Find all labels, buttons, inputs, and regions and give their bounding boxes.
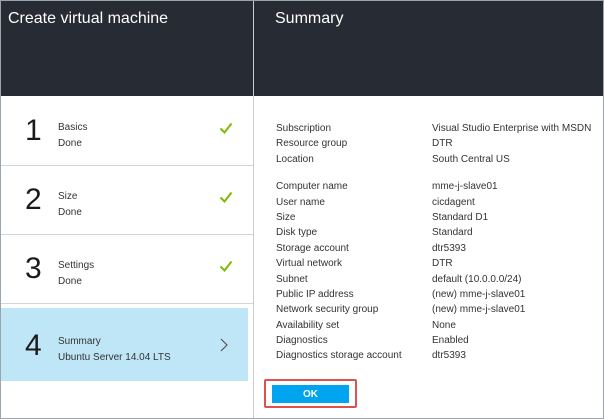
blade-header: Create virtual machine xyxy=(1,1,253,96)
summary-row: Network security group (new) mme-j-slave0… xyxy=(276,304,601,319)
summary-label: Computer name xyxy=(276,181,348,193)
summary-value: Visual Studio Enterprise with MSDN xyxy=(432,123,592,134)
summary-label: Network security group xyxy=(276,304,379,316)
summary-value: South Central US xyxy=(432,153,510,165)
summary-label: User name xyxy=(276,196,325,208)
summary-value: DTR xyxy=(432,138,453,150)
step-number: 4 xyxy=(25,329,42,362)
step-title: Size xyxy=(58,191,78,202)
step-title: Summary xyxy=(58,336,101,347)
step-status: Done xyxy=(58,276,82,287)
blade-title: Summary xyxy=(275,10,344,27)
checkmark-icon xyxy=(219,260,233,273)
summary-label: Virtual network xyxy=(276,258,342,270)
summary-value: Enabled xyxy=(432,335,469,347)
summary-row: Size Standard D1 xyxy=(276,212,601,227)
blade-title: Create virtual machine xyxy=(8,10,169,27)
summary-label: Subscription xyxy=(276,123,332,134)
summary-value: default (10.0.0.0/24) xyxy=(432,273,522,285)
step-summary[interactable]: 4 Summary Ubuntu Server 14.04 LTS xyxy=(1,308,248,381)
summary-value: mme-j-slave01 xyxy=(432,181,498,193)
summary-value: (new) mme-j-slave01 xyxy=(432,304,526,316)
create-vm-blade: Create virtual machine 1 Basics Done 2 S… xyxy=(1,1,254,418)
summary-value: (new) mme-j-slave01 xyxy=(432,288,526,300)
summary-label: Diagnostics storage account xyxy=(276,350,402,362)
summary-value: dtr5393 xyxy=(432,350,466,362)
summary-value: Standard xyxy=(432,227,473,239)
summary-value: None xyxy=(432,319,456,331)
step-size[interactable]: 2 Size Done xyxy=(1,166,253,235)
summary-row: Diagnostics Enabled xyxy=(276,335,601,350)
summary-row: Public IP address (new) mme-j-slave01 xyxy=(276,289,601,304)
summary-row: Subscription Visual Studio Enterprise wit… xyxy=(276,123,601,138)
summary-value: dtr5393 xyxy=(432,242,466,254)
summary-label: Public IP address xyxy=(276,288,354,300)
summary-label: Diagnostics xyxy=(276,335,328,347)
step-status: Done xyxy=(58,207,82,218)
summary-row: Availability set None xyxy=(276,320,601,335)
summary-row: Subnet default (10.0.0.0/24) xyxy=(276,274,601,289)
summary-label: Size xyxy=(276,211,296,223)
summary-list: Subscription Visual Studio Enterprise wit… xyxy=(276,123,601,366)
summary-label: Storage account xyxy=(276,242,349,254)
checkmark-icon xyxy=(219,191,233,204)
summary-row: Disk type Standard xyxy=(276,227,601,242)
summary-row: User name cicdagent xyxy=(276,197,601,212)
checkmark-icon xyxy=(219,122,233,135)
summary-value: DTR xyxy=(432,258,453,270)
summary-row: Storage account dtr5393 xyxy=(276,243,601,258)
section-gap xyxy=(276,169,601,181)
summary-row: Location South Central US xyxy=(276,154,601,169)
summary-label: Subnet xyxy=(276,273,308,285)
chevron-right-icon xyxy=(220,338,228,352)
summary-row: Virtual network DTR xyxy=(276,258,601,273)
summary-value: Standard D1 xyxy=(432,211,489,223)
ok-button[interactable]: OK xyxy=(272,385,349,403)
summary-blade: Summary Subscription Visual Studio Enterp… xyxy=(254,1,603,418)
step-title: Settings xyxy=(58,260,95,271)
summary-value: cicdagent xyxy=(432,196,475,208)
step-status: Done xyxy=(58,138,82,149)
step-title: Basics xyxy=(58,122,88,133)
step-basics[interactable]: 1 Basics Done xyxy=(1,97,253,166)
summary-row: Diagnostics storage account dtr5393 xyxy=(276,350,601,365)
ok-highlight-box: OK xyxy=(264,379,357,408)
step-number: 3 xyxy=(25,252,42,285)
summary-row: Computer name mme-j-slave01 xyxy=(276,181,601,196)
step-number: 1 xyxy=(25,114,42,147)
blade-header: Summary xyxy=(254,1,603,96)
step-settings[interactable]: 3 Settings Done xyxy=(1,235,253,304)
step-subtitle: Ubuntu Server 14.04 LTS xyxy=(58,352,171,363)
wizard-steps: 1 Basics Done 2 Size Done 3 Settings Don… xyxy=(1,97,253,381)
summary-row: Resource group DTR xyxy=(276,138,601,153)
summary-label: Disk type xyxy=(276,227,318,239)
summary-label: Location xyxy=(276,153,314,165)
summary-label: Resource group xyxy=(276,138,348,150)
summary-label: Availability set xyxy=(276,319,340,331)
step-number: 2 xyxy=(25,183,42,216)
